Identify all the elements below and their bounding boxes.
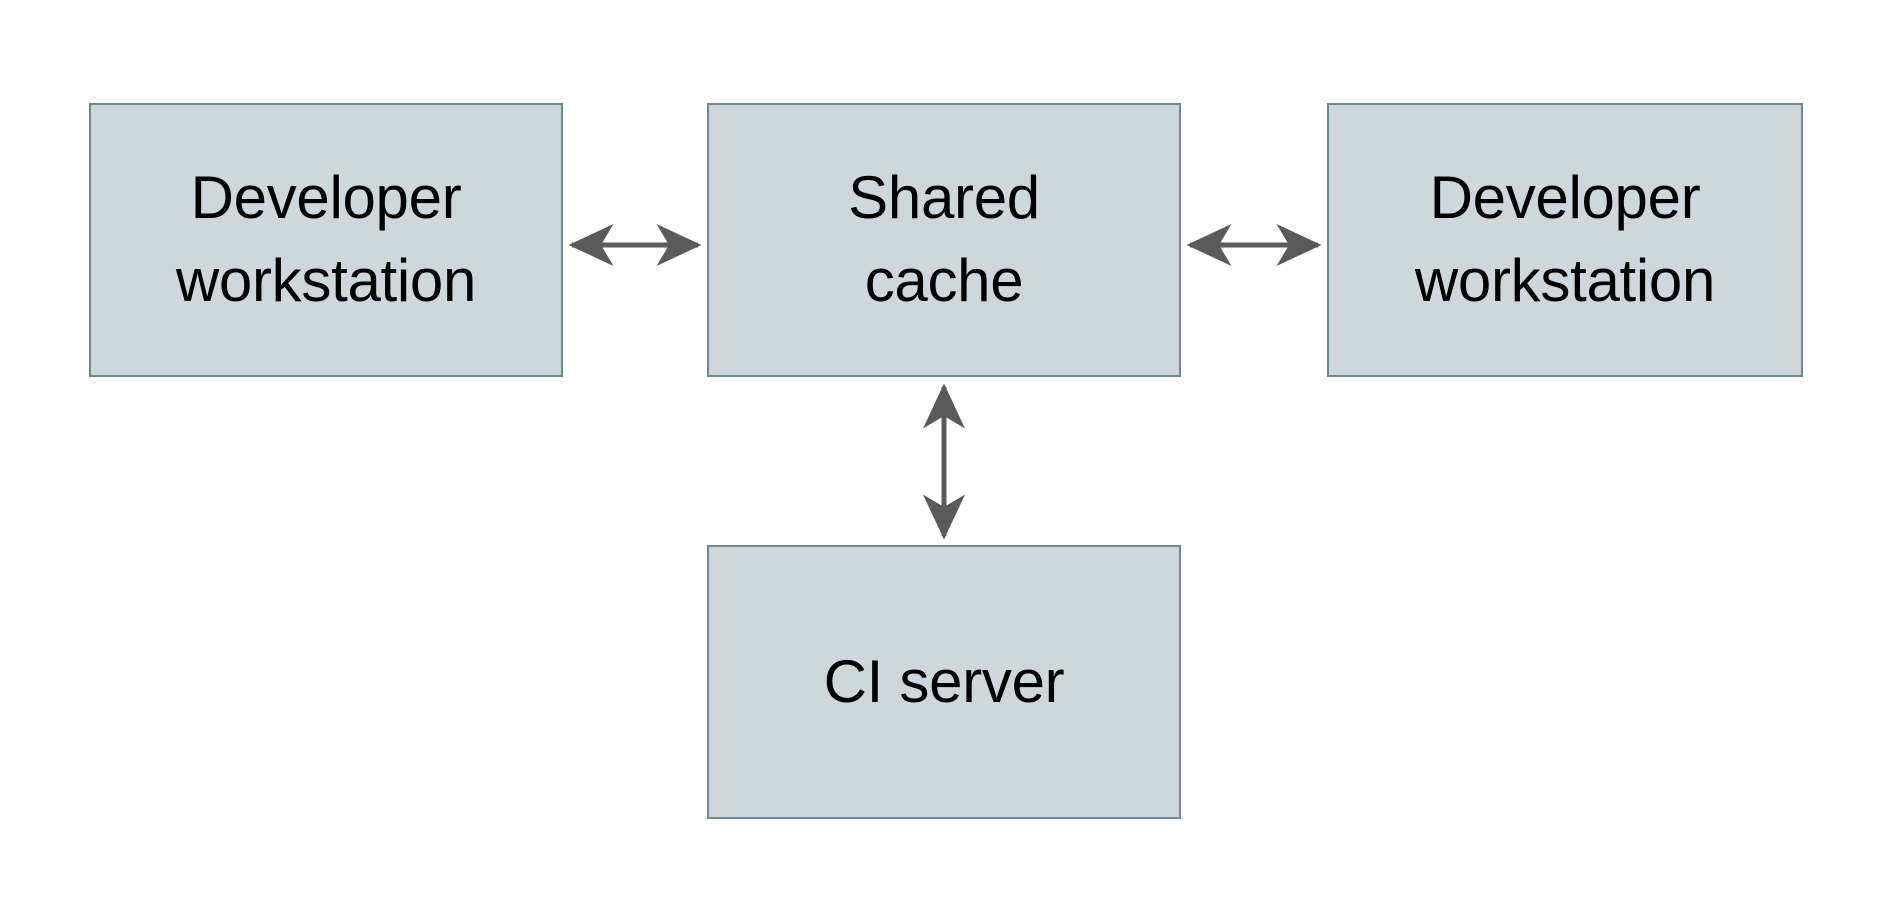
- node-label-ci-server: CI server: [823, 647, 1065, 715]
- node-label-shared-cache: Shared cache: [848, 164, 1040, 314]
- node-developer-workstation-right[interactable]: Developer workstation: [1327, 103, 1803, 377]
- node-label-developer-workstation-right: Developer workstation: [1414, 164, 1716, 314]
- node-ci-server[interactable]: CI server: [707, 545, 1181, 819]
- node-label-developer-workstation-left: Developer workstation: [175, 164, 477, 314]
- node-developer-workstation-left[interactable]: Developer workstation: [89, 103, 563, 377]
- node-shared-cache[interactable]: Shared cache: [707, 103, 1181, 377]
